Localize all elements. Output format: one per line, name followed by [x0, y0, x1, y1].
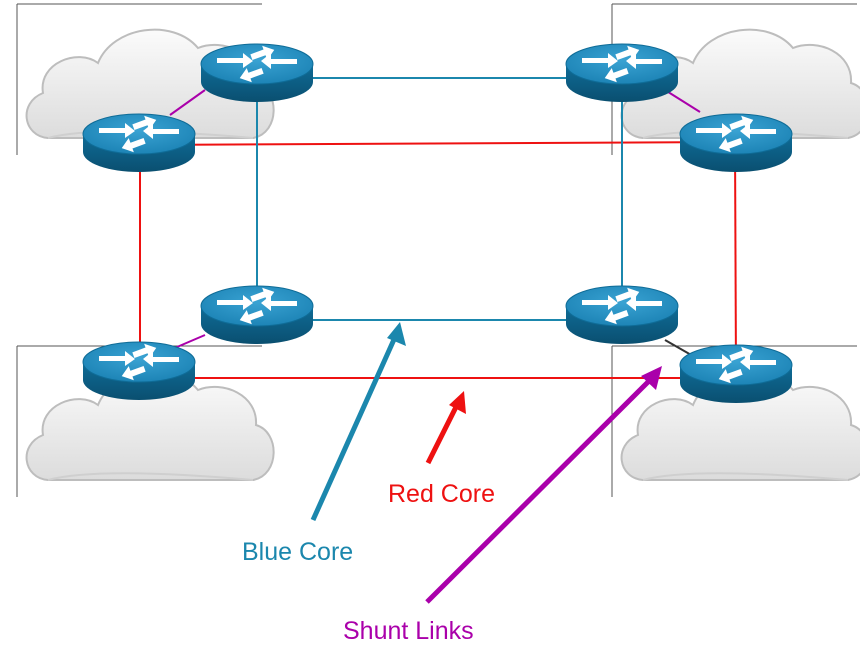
router-icon: [679, 111, 793, 173]
router-icon: [82, 339, 196, 401]
router-icon: [565, 283, 679, 345]
site-top-left: [16, 3, 275, 155]
shunt-links-arrow: [425, 366, 662, 604]
blue-core-arrow: [310, 322, 406, 522]
red-core-ring: [139, 141, 737, 379]
shunt-links-label: Shunt Links: [343, 617, 474, 645]
red-core-label: Red Core: [388, 480, 495, 508]
router-icon: [679, 342, 793, 404]
router-icon: [200, 283, 314, 345]
blue-core-label: Blue Core: [242, 538, 354, 566]
blue-core-ring: [256, 77, 623, 321]
router-icon: [565, 41, 679, 103]
router-icon: [82, 111, 196, 173]
router-icon: [200, 41, 314, 103]
red-core-arrow: [425, 391, 466, 465]
